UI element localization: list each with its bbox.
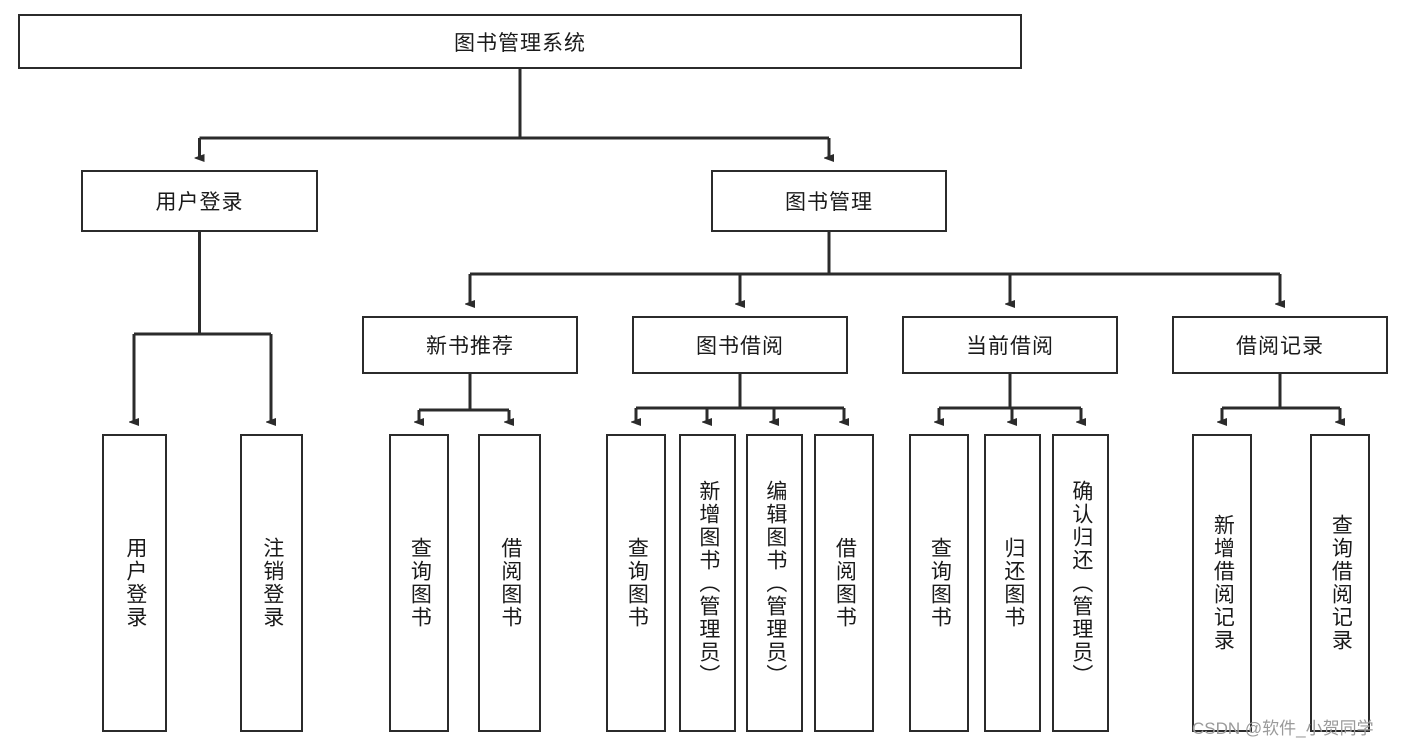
leaf-query-book-borrow[interactable]: 查询图书 [606, 434, 666, 732]
leaf-user-logout[interactable]: 注销登录 [240, 434, 303, 732]
csdn-watermark: CSDN @软件_小贺同学 [1192, 719, 1374, 738]
node-new-book-recommend-label: 新书推荐 [426, 335, 514, 358]
leaf-borrow-book[interactable]: 借阅图书 [814, 434, 874, 732]
leaf-return-book[interactable]: 归还图书 [984, 434, 1041, 732]
node-book-borrow[interactable]: 图书借阅 [632, 316, 848, 374]
leaf-query-borrow-record-label: 查询借阅记录 [1329, 514, 1353, 652]
node-root[interactable]: 图书管理系统 [18, 14, 1022, 69]
leaf-user-login-label: 用户登录 [123, 537, 147, 629]
leaf-edit-book[interactable]: 编辑图书（管理员） [746, 434, 803, 732]
leaf-add-book[interactable]: 新增图书（管理员） [679, 434, 736, 732]
leaf-add-book-label: 新增图书（管理员） [696, 479, 720, 687]
leaf-add-borrow-record-label: 新增借阅记录 [1211, 514, 1235, 652]
leaf-borrow-book-label: 借阅图书 [833, 537, 857, 629]
leaf-return-book-label: 归还图书 [1001, 537, 1025, 629]
leaf-user-login[interactable]: 用户登录 [102, 434, 167, 732]
node-borrow-records-label: 借阅记录 [1236, 335, 1324, 358]
node-book-management[interactable]: 图书管理 [711, 170, 947, 232]
node-book-borrow-label: 图书借阅 [696, 335, 784, 358]
leaf-confirm-return[interactable]: 确认归还（管理员） [1052, 434, 1109, 732]
node-user-login-label: 用户登录 [155, 191, 244, 214]
leaf-query-book-borrow-label: 查询图书 [625, 537, 649, 629]
leaf-query-borrow-record[interactable]: 查询借阅记录 [1310, 434, 1370, 732]
node-borrow-records[interactable]: 借阅记录 [1172, 316, 1388, 374]
node-new-book-recommend[interactable]: 新书推荐 [362, 316, 578, 374]
leaf-query-book-current-label: 查询图书 [928, 537, 952, 629]
leaf-user-logout-label: 注销登录 [260, 537, 284, 629]
leaf-query-book-recommend[interactable]: 查询图书 [389, 434, 449, 732]
node-book-management-label: 图书管理 [785, 191, 873, 214]
leaf-add-borrow-record[interactable]: 新增借阅记录 [1192, 434, 1252, 732]
node-current-borrow-label: 当前借阅 [966, 335, 1054, 358]
node-current-borrow[interactable]: 当前借阅 [902, 316, 1118, 374]
node-root-label: 图书管理系统 [454, 31, 586, 55]
leaf-confirm-return-label: 确认归还（管理员） [1069, 479, 1093, 687]
leaf-borrow-book-recommend[interactable]: 借阅图书 [478, 434, 541, 732]
leaf-borrow-book-recommend-label: 借阅图书 [498, 537, 522, 629]
leaf-query-book-current[interactable]: 查询图书 [909, 434, 969, 732]
leaf-edit-book-label: 编辑图书（管理员） [763, 479, 787, 687]
node-user-login[interactable]: 用户登录 [81, 170, 318, 232]
leaf-query-book-recommend-label: 查询图书 [408, 537, 432, 629]
